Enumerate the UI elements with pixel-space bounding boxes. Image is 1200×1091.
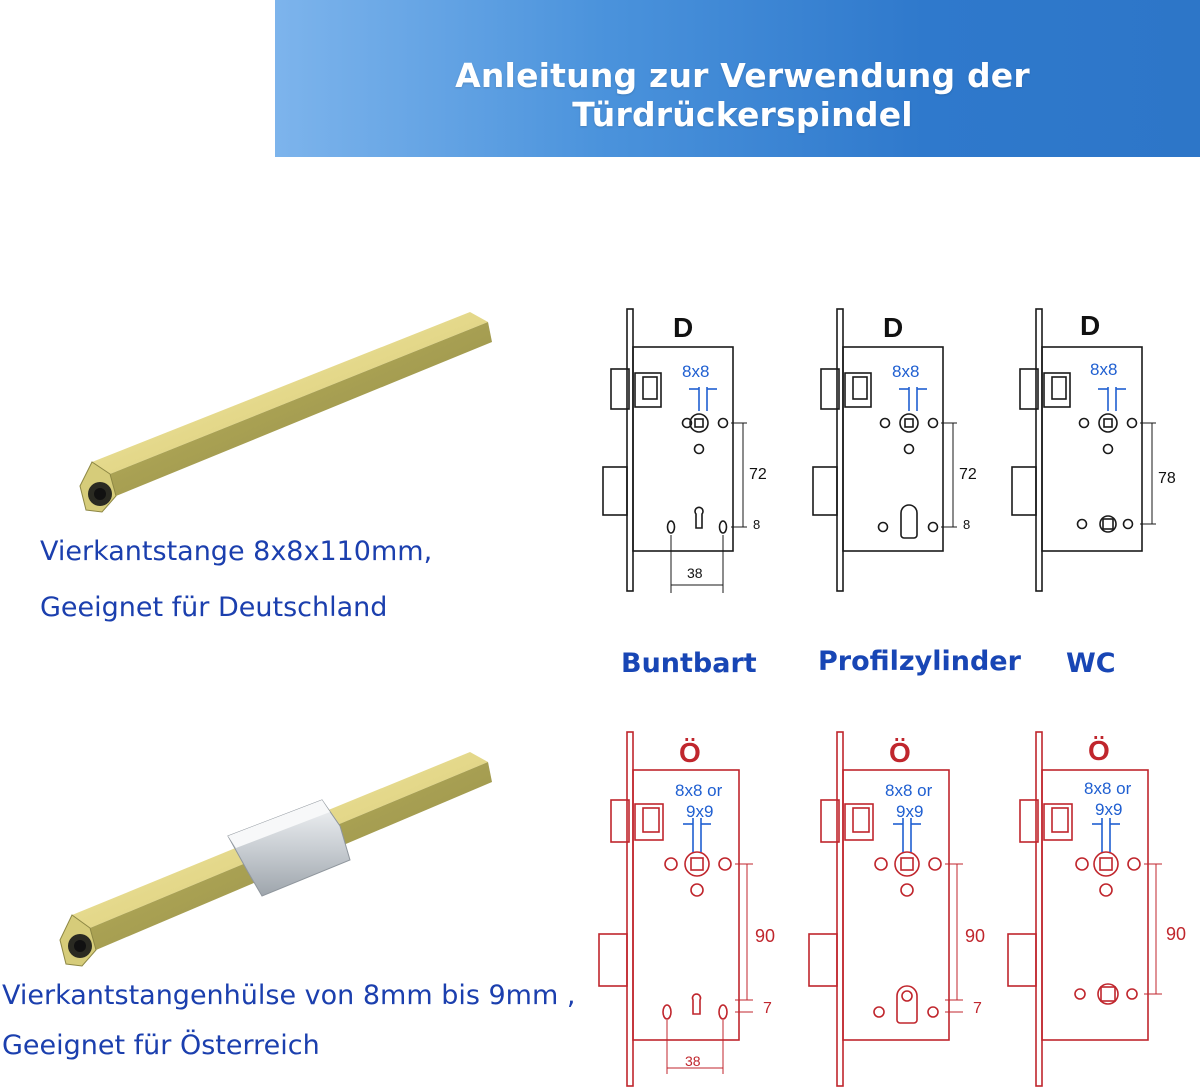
lock-type-buntbart: Buntbart: [621, 648, 757, 679]
offset-label: 7: [973, 1000, 982, 1017]
lock-diagram-de-buntbart: D 8x8 72 8 38: [602, 308, 767, 593]
distance-label: 72: [959, 466, 977, 483]
spindle-size-label-line1: 8x8 or: [675, 781, 723, 800]
region-letter: Ö: [889, 737, 911, 768]
header-banner: Anleitung zur Verwendung der Türdrückers…: [275, 0, 1200, 157]
lock-type-profilzylinder: Profilzylinder: [818, 646, 1021, 677]
lock-diagram-at-buntbart: Ö 8x8 or 9x9 90 7 38: [598, 731, 775, 1087]
lock-diagram-de-profilzylinder: D 8x8 72 8: [812, 308, 977, 592]
lock-diagram-de-wc: D 8x8 78: [1011, 308, 1176, 592]
region-letter: D: [673, 312, 693, 343]
spindle-size-label: 8x8: [682, 362, 709, 381]
distance-label: 90: [1166, 924, 1186, 944]
spindle-size-label-line2: 9x9: [1095, 800, 1122, 819]
solid-spindle-rod: [79, 312, 492, 513]
spindle-size-label: 8x8: [1090, 360, 1117, 379]
product-caption-de-line1: Vierkantstange 8x8x110mm,: [40, 536, 433, 567]
lock-type-wc: WC: [1066, 648, 1116, 679]
distance-label: 72: [749, 466, 767, 483]
offset-label: 8: [753, 517, 760, 532]
lock-diagram-at-profilzylinder: Ö 8x8 or 9x9 90 7: [808, 731, 985, 1087]
offset-label: 7: [763, 1000, 772, 1017]
sleeve-spindle-rod: [59, 752, 492, 967]
backset-label: 38: [685, 1053, 701, 1069]
region-letter: Ö: [1088, 735, 1110, 766]
spindle-size-label-line2: 9x9: [896, 802, 923, 821]
product-caption-de-line2: Geeignet für Deutschland: [40, 592, 388, 623]
region-letter: D: [883, 312, 903, 343]
region-letter: Ö: [679, 737, 701, 768]
backset-label: 38: [687, 565, 703, 581]
spindle-size-label-line1: 8x8 or: [885, 781, 933, 800]
spindle-size-label: 8x8: [892, 362, 919, 381]
distance-label: 90: [755, 926, 775, 946]
spindle-size-label-line1: 8x8 or: [1084, 779, 1132, 798]
lock-diagram-at-wc: Ö 8x8 or 9x9 90: [1007, 731, 1186, 1087]
region-letter: D: [1080, 310, 1100, 341]
spindle-size-label-line2: 9x9: [686, 802, 713, 821]
product-caption-at-line2: Geeignet für Österreich: [2, 1030, 320, 1061]
product-caption-at-line1: Vierkantstangenhülse von 8mm bis 9mm ,: [2, 980, 576, 1011]
offset-label: 8: [963, 517, 970, 532]
distance-label: 78: [1158, 470, 1176, 487]
page-title: Anleitung zur Verwendung der Türdrückers…: [455, 56, 1030, 134]
distance-label: 90: [965, 926, 985, 946]
